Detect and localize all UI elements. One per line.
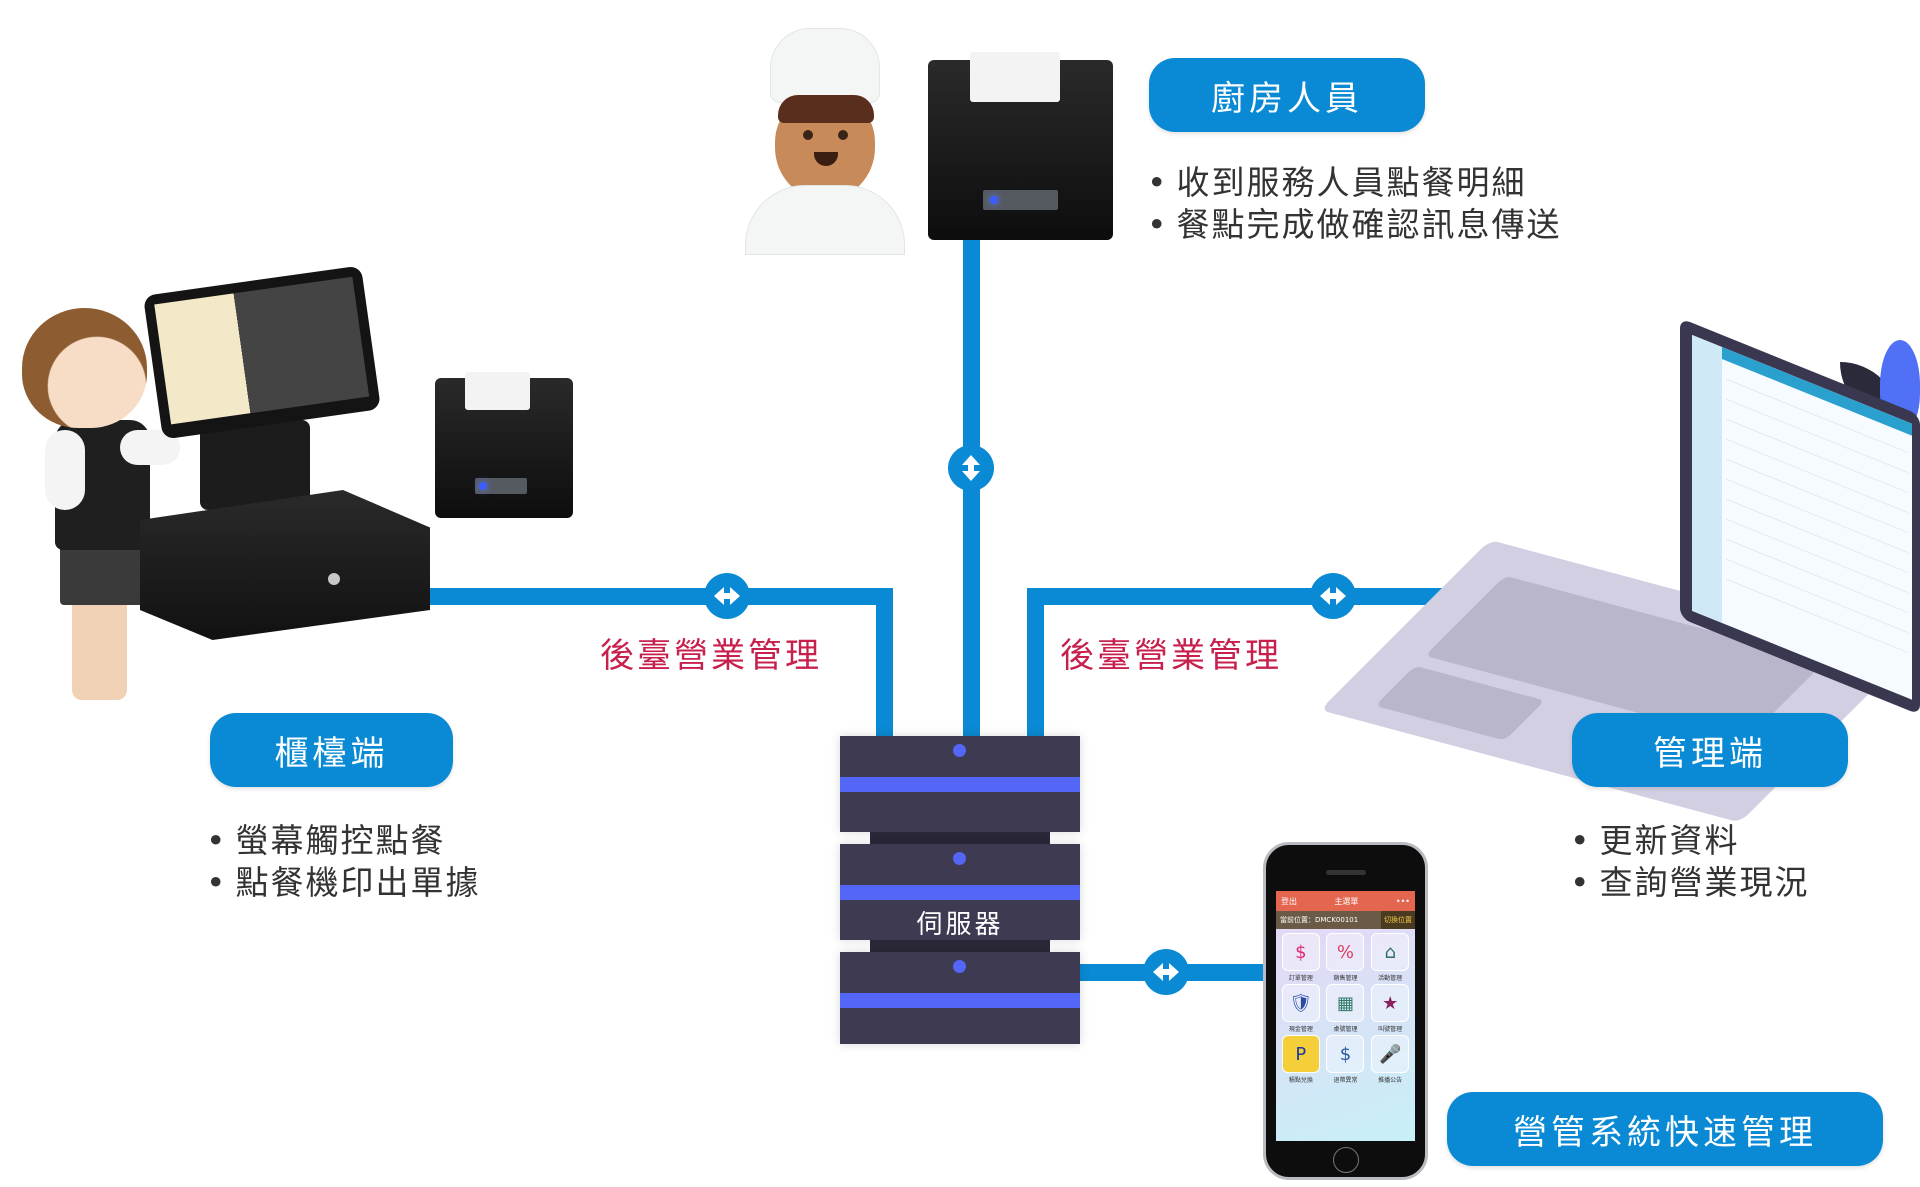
order-money-icon: $ xyxy=(1281,933,1320,971)
app-item-orders[interactable]: $訂單管理 xyxy=(1281,933,1321,982)
manager-bullet: 查詢營業現況 xyxy=(1570,862,1809,904)
pos-stand xyxy=(200,420,310,510)
receipt-paper xyxy=(970,52,1060,102)
chef-hat-icon xyxy=(770,28,880,103)
app-item-broadcast[interactable]: 🎤推播公告 xyxy=(1370,1035,1410,1084)
counter-title-badge: 櫃檯端 xyxy=(210,713,453,787)
microphone-icon: 🎤 xyxy=(1371,1035,1410,1073)
horizontal-double-arrow-icon xyxy=(1320,587,1346,605)
counter-printer xyxy=(435,372,573,518)
manager-bullet: 更新資料 xyxy=(1570,820,1809,862)
kitchen-printer xyxy=(928,52,1113,240)
counter-bullet: 點餐機印出單據 xyxy=(206,862,480,904)
line-counter-vertical xyxy=(876,588,893,736)
receipt-paper xyxy=(465,372,530,410)
mobile-connector xyxy=(1143,949,1189,995)
cash-drawer xyxy=(140,490,430,640)
counter-bullet: 螢幕觸控點餐 xyxy=(206,820,480,862)
power-led xyxy=(990,196,998,204)
app-item-refund[interactable]: $退幣異常 xyxy=(1326,1035,1366,1084)
status-led xyxy=(953,960,966,973)
home-button xyxy=(1333,1147,1359,1173)
location-bar: 當前位置：DMCK00101 切換位置 xyxy=(1276,911,1415,929)
counter-bullet-list: 螢幕觸控點餐 點餐機印出單據 xyxy=(206,820,480,904)
horizontal-double-arrow-icon xyxy=(1153,963,1179,981)
more-options-icon[interactable]: ••• xyxy=(1395,896,1410,906)
cash-drawer-lock xyxy=(328,573,340,585)
app-item-events[interactable]: ⌂活動管理 xyxy=(1370,933,1410,982)
manager-bullet-list: 更新資料 查詢營業現況 xyxy=(1570,820,1809,904)
waitress-head xyxy=(22,308,147,428)
status-led xyxy=(953,852,966,865)
points-gift-icon: P xyxy=(1281,1035,1320,1073)
connection-label-right: 後臺營業管理 xyxy=(1060,636,1282,676)
chef-hair xyxy=(778,95,874,123)
vertical-double-arrow-icon xyxy=(962,455,980,481)
horizontal-double-arrow-icon xyxy=(714,587,740,605)
pos-touchscreen xyxy=(142,265,382,440)
app-item-queue[interactable]: ★叫號管理 xyxy=(1370,984,1410,1033)
cash-shield-icon: 🛡 xyxy=(1281,984,1320,1022)
app-menu-title: 主選單 xyxy=(1334,896,1359,906)
phone-screen: 登出 主選單 ••• 當前位置：DMCK00101 切換位置 $訂單管理 %銷售… xyxy=(1276,891,1415,1141)
mobile-title-badge: 營管系統快速管理 xyxy=(1447,1092,1883,1166)
manager-connector xyxy=(1310,573,1356,619)
app-item-tables[interactable]: ▦桌號管理 xyxy=(1326,984,1366,1033)
server: 伺服器 xyxy=(840,736,1080,1044)
mobile-phone: 登出 主選單 ••• 當前位置：DMCK00101 切換位置 $訂單管理 %銷售… xyxy=(1263,842,1428,1180)
server-unit-middle xyxy=(840,844,1080,940)
connection-label-left: 後臺營業管理 xyxy=(600,636,822,676)
app-header: 登出 主選單 ••• xyxy=(1276,891,1415,911)
kitchen-title-badge: 廚房人員 xyxy=(1149,58,1425,132)
app-item-cash[interactable]: 🛡現金管理 xyxy=(1281,984,1321,1033)
power-led xyxy=(479,482,487,490)
server-unit-bottom xyxy=(840,952,1080,1044)
event-growth-icon: ⌂ xyxy=(1371,933,1410,971)
kitchen-bullet: 餐點完成做確認訊息傳送 xyxy=(1147,204,1561,246)
phone-speaker xyxy=(1326,870,1366,875)
table-grid-icon: ▦ xyxy=(1326,984,1365,1022)
queue-star-icon: ★ xyxy=(1371,984,1410,1022)
current-location: 當前位置：DMCK00101 xyxy=(1280,916,1359,924)
counter-connector xyxy=(704,573,750,619)
line-manager-vertical xyxy=(1027,588,1044,736)
sales-chart-icon: % xyxy=(1326,933,1365,971)
logout-button[interactable]: 登出 xyxy=(1281,896,1297,906)
server-label: 伺服器 xyxy=(916,910,1004,940)
app-item-sales[interactable]: %銷售管理 xyxy=(1326,933,1366,982)
kitchen-bullet-list: 收到服務人員點餐明細 餐點完成做確認訊息傳送 xyxy=(1147,162,1561,246)
money-bag-icon: $ xyxy=(1326,1035,1365,1073)
line-manager-horizontal xyxy=(1027,588,1527,605)
status-led xyxy=(953,744,966,757)
kitchen-connector xyxy=(948,445,994,491)
kitchen-bullet: 收到服務人員點餐明細 xyxy=(1147,162,1561,204)
chef-jacket xyxy=(745,185,905,255)
server-unit-top xyxy=(840,736,1080,832)
manager-title-badge: 管理端 xyxy=(1572,713,1848,787)
switch-location-button[interactable]: 切換位置 xyxy=(1381,911,1415,929)
